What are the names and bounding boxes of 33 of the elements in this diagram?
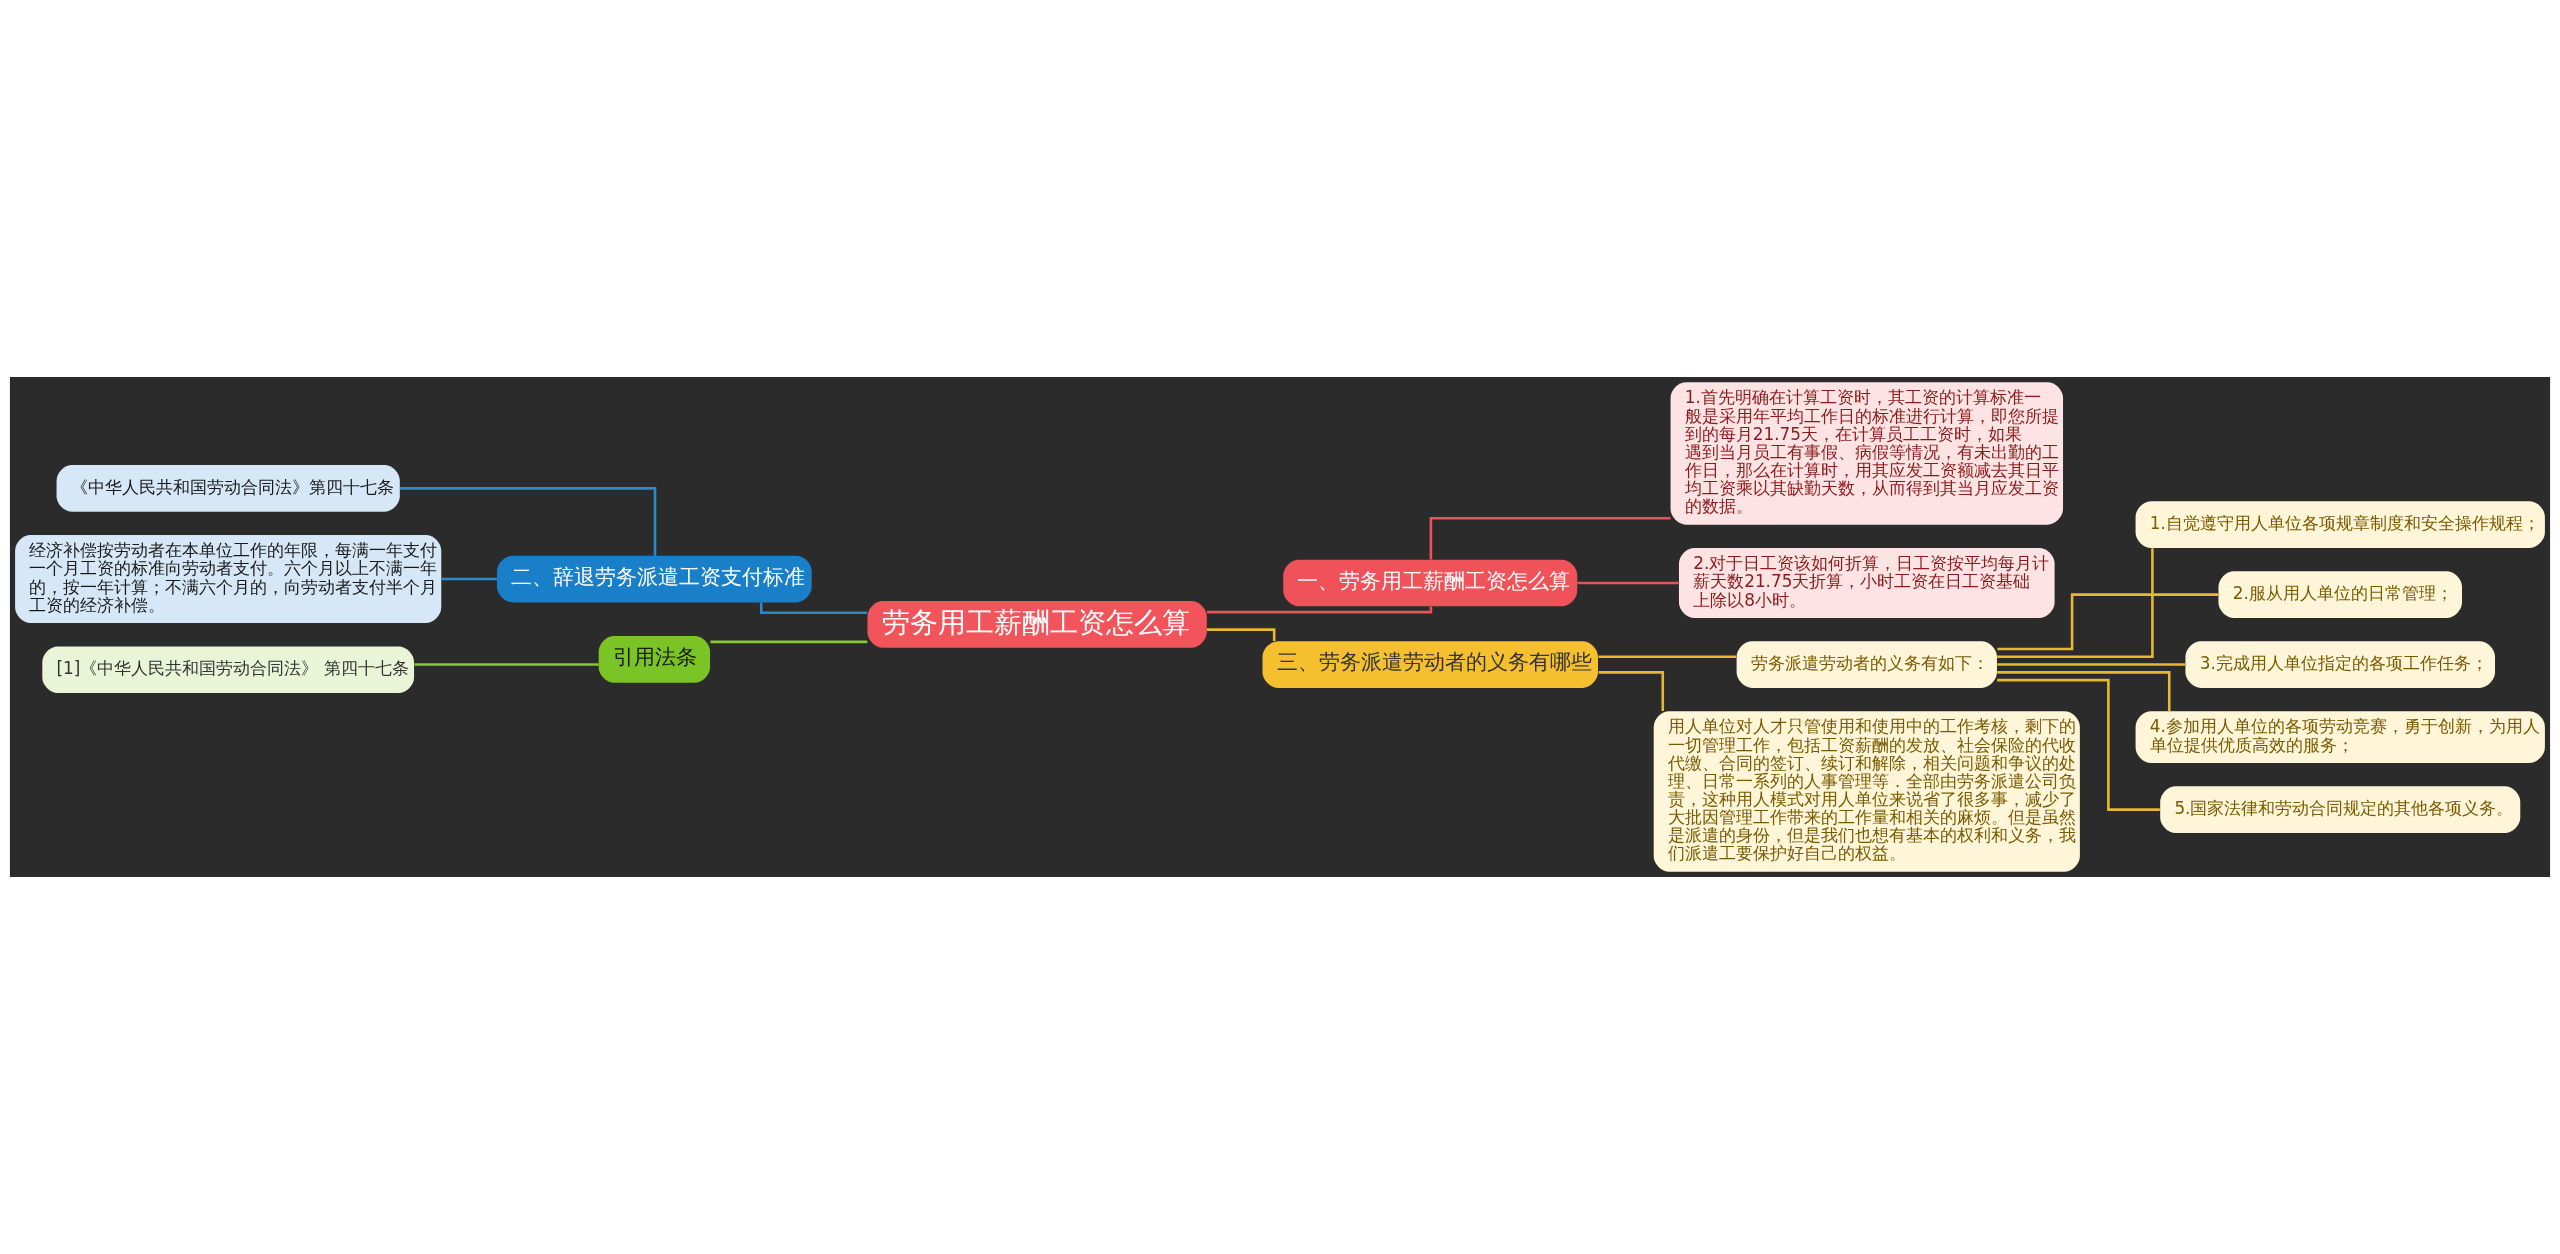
node-box: 5.国家法律和劳动合同规定的其他各项义务。 [2160,786,2521,833]
node-box: 劳务用工薪酬工资怎么算 [867,601,1207,648]
connector [399,487,657,556]
node-box: 三、劳务派遣劳动者的义务有哪些 [1262,641,1598,688]
connector [441,577,497,581]
connector [1206,628,1276,642]
connector [1997,678,2160,811]
node-box: 二、辞退劳务派遣工资支付标准 [496,555,812,603]
connector [414,663,599,666]
node-box: 一、劳务用工薪酬工资怎么算 [1283,559,1578,607]
connector [1598,655,1737,659]
connector [1429,516,1671,560]
node-box: 1.首先明确在计算工资时，其工资的计算标准一般是采用年平均工作日的标准进行计算，即您所提到的每月21.75天，在计算员工工资时，如果遇到当月员工有事假、病假等情况，有未出勤的工作日，那么在计算时，用其应发工资额减去其日平均工资乘以其缺勤天数，从而得到其当月应发工资的数据。 [1670,382,2064,525]
node-box: 《中华人民共和国劳动合同法》第四十七条 [56,465,400,512]
connector [1207,606,1433,614]
node-box: 经济补偿按劳动者在本单位工作的年限，每满一年支付一个月工资的标准向劳动者支付。六个月以上不满一年的，按一年计算；不满六个月的，向劳动者支付半个月工资的经济补偿。 [15,535,442,624]
connector [1997,663,2186,666]
connector [759,602,868,615]
connector [1997,671,2171,712]
connector [1997,593,2219,651]
connector [710,640,868,644]
node-box: 1.自觉遵守用人单位各项规章制度和安全操作规程； [2135,501,2545,548]
connector [1997,548,2154,659]
node-box: 引用法条 [598,636,711,683]
node-box: [1]《中华人民共和国劳动合同法》 第四十七条 [42,646,415,694]
connector [1577,581,1679,585]
node-box: 2.服从用人单位的日常管理； [2218,571,2462,618]
connector [1598,671,1665,712]
node-box: 2.对于日工资该如何折算，日工资按平均每月计薪天数21.75天折算，小时工资在日工资基础上除以8小时。 [1678,548,2055,618]
node-box: 用人单位对人才只管使用和使用中的工作考核，剩下的一切管理工作，包括工资薪酬的发放、社会保险的代收代缴、合同的签订、续订和解除，相关问题和争议的处理、日常一系列的人事管理等．全部由劳务派遣公司负责，这种用人模式对用人单位来说省了很多事，减少了大批因管理工作带来的工作量和相关的麻烦。但是虽然是派遣的身份，但是我们也想有基本的权利和义务，我们派遣工要保护好自己的权益。 [1653,711,2080,872]
node-box: 4.参加用人单位的各项劳动竞赛，勇于创新，为用人单位提供优质高效的服务； [2135,711,2545,763]
node-box: 劳务派遣劳动者的义务有如下： [1736,641,1997,688]
node-box: 3.完成用人单位指定的各项工作任务； [2185,641,2496,688]
